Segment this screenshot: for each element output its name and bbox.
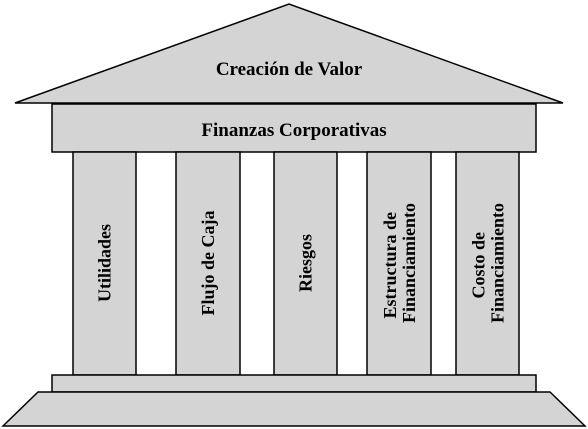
pillar-shaft <box>455 151 520 376</box>
pillar-flujo-de-caja: Flujo de Caja <box>175 151 241 376</box>
pillar-label: Riesgos <box>296 234 316 292</box>
base-step <box>51 374 537 393</box>
pillar-label-line: Flujo de Caja <box>198 211 218 316</box>
pillar-label: Estructura de Financiamiento <box>380 203 419 323</box>
beam-entablature <box>51 103 537 153</box>
roof-label: Creación de Valor <box>216 59 363 80</box>
roof-pediment <box>14 3 564 104</box>
pillar-label-line: Financiamiento <box>399 203 419 323</box>
pillar-estructura-de-financiamiento: Estructura de Financiamiento <box>366 151 432 376</box>
pillar-label-line: Utilidades <box>95 224 115 302</box>
pillar-label: Utilidades <box>95 224 115 302</box>
pillar-label-line: Estructura de <box>380 212 400 319</box>
pillar-label-line: Costo de <box>469 232 489 299</box>
pillar-shaft <box>175 151 241 376</box>
pillar-label: Costo de Financiamiento <box>469 203 508 323</box>
pillar-shaft <box>72 151 137 376</box>
base-foundation <box>1 391 587 427</box>
pillar-label-line: Financiamiento <box>488 203 508 323</box>
pillar-utilidades: Utilidades <box>72 151 137 376</box>
pillar-label: Flujo de Caja <box>198 211 218 316</box>
pillar-riesgos: Riesgos <box>273 151 338 376</box>
pillar-shaft <box>273 151 338 376</box>
beam-label: Finanzas Corporativas <box>201 120 386 141</box>
pillar-costo-de-financiamiento: Costo de Financiamiento <box>455 151 520 376</box>
pillar-label-line: Riesgos <box>296 234 316 292</box>
